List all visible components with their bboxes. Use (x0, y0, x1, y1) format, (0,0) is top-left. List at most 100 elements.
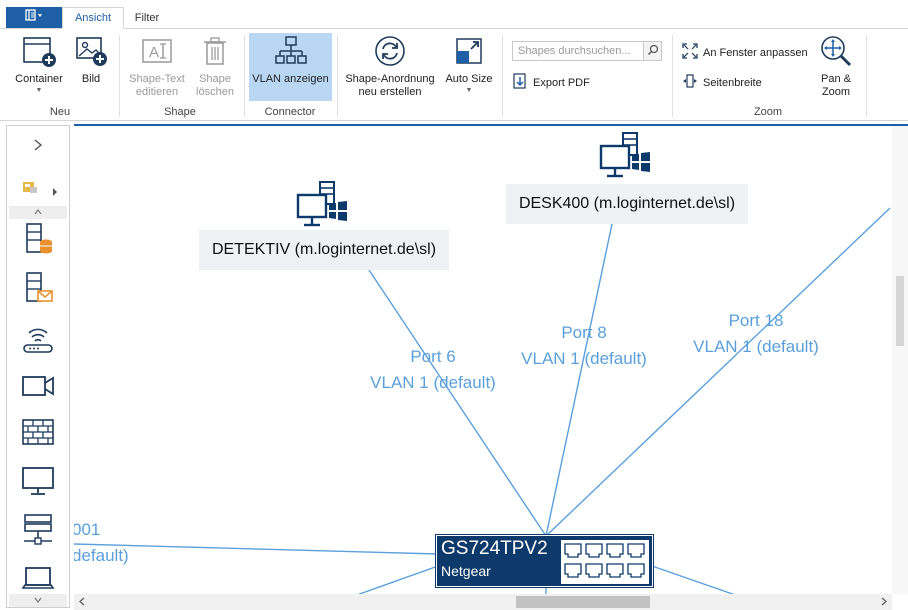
file-menu-button[interactable] (6, 7, 62, 28)
toolbox-item[interactable] (20, 562, 56, 598)
chevron-down-icon: ▼ (465, 87, 473, 94)
diagram-canvas[interactable]: DETEKTIV (m.loginternet.de\sl) DESK400 (… (74, 124, 908, 610)
shape-search-input[interactable]: Shapes durchsuchen... (512, 41, 662, 61)
tab-ansicht[interactable]: Ansicht (62, 7, 124, 29)
ribbon-separator (866, 35, 867, 117)
toolbox-item[interactable] (20, 513, 56, 552)
connector-bottom-left-switch[interactable] (353, 565, 439, 597)
edge-label-port6[interactable]: Port 6 VLAN 1 (default) (357, 344, 509, 396)
ribbon-tabbar: Ansicht Filter (0, 0, 908, 29)
tab-filter[interactable]: Filter (134, 12, 160, 24)
horizontal-scroll-thumb[interactable] (516, 596, 650, 608)
edge-label-port18[interactable]: Port 18 VLAN 1 (default) (680, 308, 832, 360)
ribbon-separator (244, 35, 245, 117)
expand-toolbox-button[interactable] (7, 126, 69, 168)
edge-partial-vlan: default) (74, 546, 129, 565)
category-folder-icon (22, 180, 38, 199)
camera-icon (21, 373, 55, 404)
export-pdf-label: Export PDF (533, 76, 590, 89)
edge-label-partial[interactable]: 001 default) (74, 517, 129, 569)
toolbox-item[interactable] (20, 466, 56, 502)
windows-workstation-icon[interactable] (296, 181, 350, 236)
connector-desk400-switch[interactable] (545, 223, 613, 537)
rearrange-shapes-button[interactable]: Shape-Anordnung neu erstellen (342, 33, 438, 99)
auto-size-button[interactable]: Auto Size ▼ (442, 33, 496, 95)
group-label-neu: Neu (49, 106, 71, 118)
chevron-right-icon (881, 597, 887, 608)
container-button[interactable]: Container ▼ (10, 33, 68, 95)
switch-node[interactable]: GS724TPV2 Netgear (435, 534, 654, 589)
switch-ports-icon (561, 540, 649, 589)
ribbon-separator (337, 35, 338, 117)
scroll-right-button[interactable] (876, 594, 892, 610)
edge-label-port8[interactable]: Port 8 VLAN 1 (default) (508, 320, 660, 372)
toolbox-item[interactable] (20, 416, 56, 452)
group-label-shape: Shape (164, 106, 196, 118)
shape-delete-label: Shape löschen (196, 73, 234, 98)
node-label-desk400[interactable]: DESK400 (m.loginternet.de\sl) (506, 184, 748, 224)
connector-left-switch[interactable] (74, 543, 439, 555)
ribbon-separator (502, 35, 503, 117)
edge-port6-vlan: VLAN 1 (default) (370, 373, 496, 392)
toolbox-scroll-up[interactable] (9, 206, 67, 219)
node-detektiv-name: DETEKTIV (m.loginternet.de\sl) (211, 241, 437, 258)
page-width-icon (682, 73, 698, 92)
toolbox-item[interactable] (20, 370, 56, 406)
switch-name: GS724TPV2 (441, 538, 548, 559)
connector-detektiv-switch[interactable] (368, 269, 547, 537)
category-selector[interactable] (7, 174, 69, 202)
shape-text-edit-button[interactable]: A Shape-Text editieren (124, 33, 190, 99)
horizontal-scrollbar[interactable] (74, 594, 892, 610)
page-width-button[interactable]: Seitenbreite (682, 73, 762, 92)
vertical-scrollbar[interactable] (892, 126, 908, 594)
node-label-detektiv[interactable]: DETEKTIV (m.loginternet.de\sl) (199, 230, 449, 270)
hierarchy-icon (273, 33, 309, 69)
vertical-scroll-thumb[interactable] (896, 276, 904, 346)
menu-list-icon (23, 8, 45, 27)
shape-search-placeholder: Shapes durchsuchen... (518, 45, 631, 57)
bild-button[interactable]: Bild (72, 33, 110, 86)
toolbox-item[interactable] (20, 322, 56, 358)
toolbox-scroll-down[interactable] (9, 594, 67, 607)
search-button[interactable] (643, 42, 661, 60)
chevron-down-icon: ▼ (35, 87, 43, 94)
vlan-show-button[interactable]: VLAN anzeigen (249, 33, 332, 101)
diagram-content: DETEKTIV (m.loginternet.de\sl) DESK400 (… (74, 126, 908, 610)
search-icon (647, 44, 659, 59)
scroll-left-button[interactable] (74, 594, 90, 610)
pan-zoom-label: Pan & Zoom (821, 73, 851, 98)
chevron-right-icon (33, 138, 43, 156)
chevron-up-icon (34, 208, 42, 217)
toolbox-item[interactable] (20, 271, 56, 310)
database-server-icon (22, 222, 54, 261)
windows-workstation-icon[interactable] (599, 132, 653, 187)
edge-port8-port: Port 8 (561, 323, 607, 342)
chevron-down-icon (34, 596, 42, 605)
group-label-zoom: Zoom (753, 106, 783, 118)
ribbon: Container ▼ Bild Neu (0, 28, 908, 121)
pan-zoom-icon (818, 33, 854, 69)
fit-window-label: An Fenster anpassen (703, 46, 808, 59)
toolbox-item[interactable] (20, 222, 56, 261)
image-add-icon (73, 33, 109, 69)
group-label-connector: Connector (264, 106, 316, 118)
pdf-export-icon (512, 73, 528, 92)
mail-server-icon (22, 271, 54, 310)
bild-button-label: Bild (81, 73, 101, 85)
fit-window-button[interactable]: An Fenster anpassen (682, 43, 808, 62)
vlan-show-label: VLAN anzeigen (252, 73, 329, 85)
container-add-icon (21, 33, 57, 69)
ribbon-separator (672, 35, 673, 117)
network-server-icon (21, 513, 55, 552)
pan-zoom-button[interactable]: Pan & Zoom (812, 33, 860, 99)
chevron-left-icon (79, 597, 85, 608)
edge-port6-port: Port 6 (410, 347, 456, 366)
shape-text-edit-label: Shape-Text editieren (129, 73, 185, 98)
export-pdf-button[interactable]: Export PDF (512, 73, 590, 92)
connector-port18-switch[interactable] (545, 207, 891, 537)
shape-delete-button[interactable]: Shape löschen (192, 33, 238, 99)
refresh-icon (372, 33, 408, 69)
connector-bottom-right-switch[interactable] (651, 565, 745, 599)
chevron-right-icon (52, 183, 58, 201)
